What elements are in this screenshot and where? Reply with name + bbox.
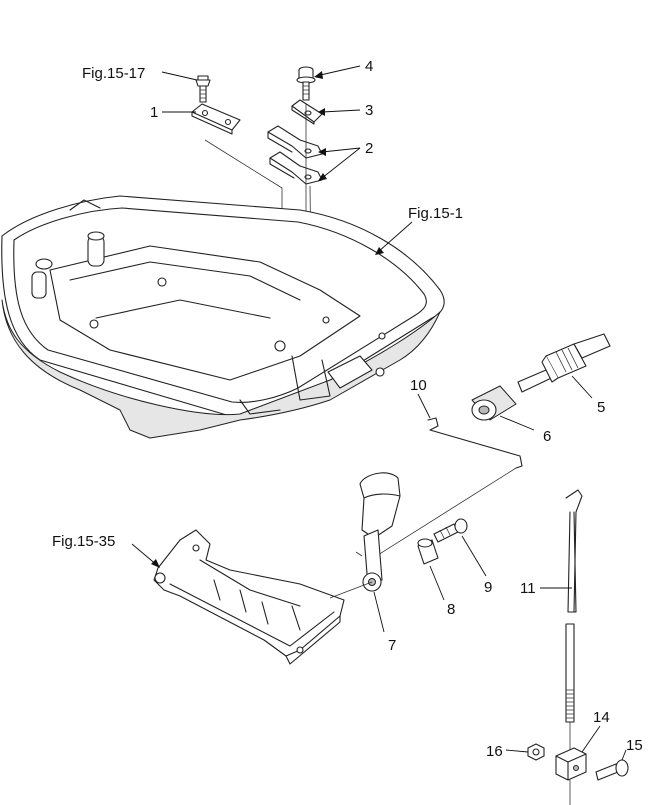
- clip-part-2-lower: [269, 151, 323, 185]
- choke-knob-part-5: [517, 333, 611, 393]
- callout-8: 8: [447, 601, 455, 618]
- lever-bracket-fig-15-35: [153, 529, 345, 665]
- fig-15-35-reference-label: Fig.15-35: [52, 533, 115, 550]
- bolt-part-9: [433, 518, 468, 543]
- callout-3: 3: [365, 102, 373, 119]
- callout-6: 6: [543, 428, 551, 445]
- clip-part-3: [291, 99, 323, 125]
- bolt-part-fig-15-17: [195, 75, 211, 103]
- callout-10: 10: [410, 377, 427, 394]
- callout-4: 4: [365, 58, 373, 75]
- fig-15-1-reference-label: Fig.15-1: [408, 205, 463, 222]
- callout-9: 9: [484, 579, 492, 596]
- link-rod-part-10: [369, 417, 523, 561]
- callout-5: 5: [597, 399, 605, 416]
- bracket-plate-part-1: [191, 103, 241, 135]
- leader-lines: [131, 65, 627, 761]
- callout-15: 15: [626, 737, 643, 754]
- bolt-part-4: [296, 66, 316, 101]
- knob-part-6: [471, 385, 517, 421]
- threaded-rod-lower: [565, 623, 575, 723]
- block-part-14: [555, 747, 587, 781]
- bottom-cowling-casing: [1, 195, 445, 439]
- callout-16: 16: [486, 743, 503, 760]
- rod-part-11: [565, 489, 583, 613]
- spacer-part-8: [417, 538, 439, 565]
- callout-1: 1: [150, 104, 158, 121]
- callout-7: 7: [388, 637, 396, 654]
- nut-part-16: [527, 743, 545, 761]
- clip-part-2-upper: [267, 125, 323, 159]
- callout-11: 11: [520, 580, 536, 597]
- callout-2: 2: [365, 140, 373, 157]
- callout-14: 14: [593, 709, 610, 726]
- fig-15-17-reference-label: Fig.15-17: [82, 65, 145, 82]
- screw-part-15: [595, 759, 629, 781]
- shift-lever-part-7: [355, 472, 401, 592]
